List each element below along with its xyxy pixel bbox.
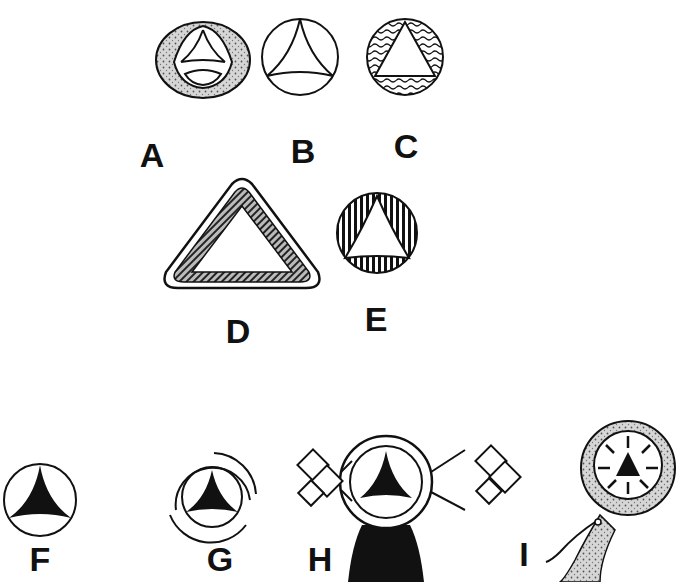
figure-letter: F [30, 542, 51, 576]
figure-letter: G [207, 542, 233, 576]
symbol-h [297, 436, 520, 582]
figure-letter: E [365, 302, 388, 336]
figure-letter: B [291, 134, 316, 168]
symbol-g [170, 453, 256, 543]
symbol-f [4, 464, 76, 536]
figure-letter: I [519, 537, 528, 571]
symbol-i [546, 421, 675, 582]
figure-letter: D [226, 314, 251, 348]
figure-letter: H [308, 542, 333, 576]
symbol-b [262, 19, 338, 95]
figure-letter: A [140, 138, 165, 172]
symbol-a [156, 22, 250, 98]
symbol-d [165, 179, 320, 288]
symbol-c [367, 19, 443, 95]
symbol-e [337, 193, 417, 273]
figure-letter: C [394, 129, 419, 163]
